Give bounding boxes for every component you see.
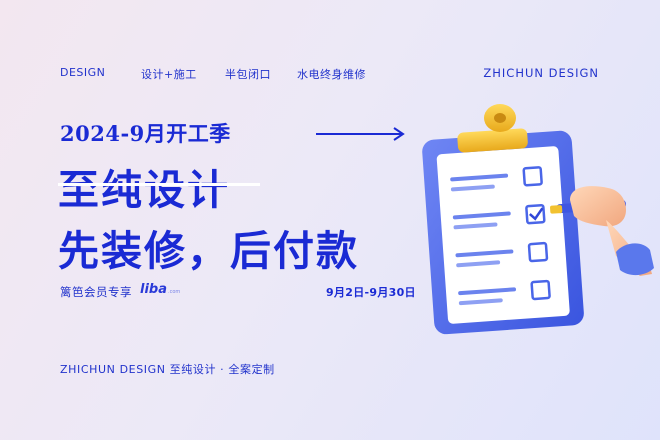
liba-logo-domain: .com: [168, 289, 181, 295]
liba-logo: liba: [140, 282, 167, 297]
arrow-right-icon: [316, 127, 405, 141]
nav-lifetime-repair: 水电终身维修: [297, 68, 366, 81]
headline-accent-line: [58, 183, 260, 186]
promo-date-title: 2024-9月开工季: [60, 121, 231, 146]
nav-design: DESIGN: [60, 66, 106, 79]
nav-design-construction: 设计+施工: [141, 68, 197, 81]
footer-tagline: ZHICHUN DESIGN 至纯设计 · 全案定制: [60, 363, 275, 376]
promo-period: 9月2日-9月30日: [326, 286, 416, 299]
headline-brand: 至纯设计: [58, 166, 230, 214]
brand-name: ZHICHUN DESIGN: [483, 66, 599, 80]
clipboard-checklist-icon: [422, 104, 654, 335]
headline-offer: 先装修，后付款: [58, 227, 359, 275]
member-exclusive-text: 篱笆会员专享: [60, 285, 132, 299]
nav-half-package: 半包闭口: [225, 68, 271, 81]
